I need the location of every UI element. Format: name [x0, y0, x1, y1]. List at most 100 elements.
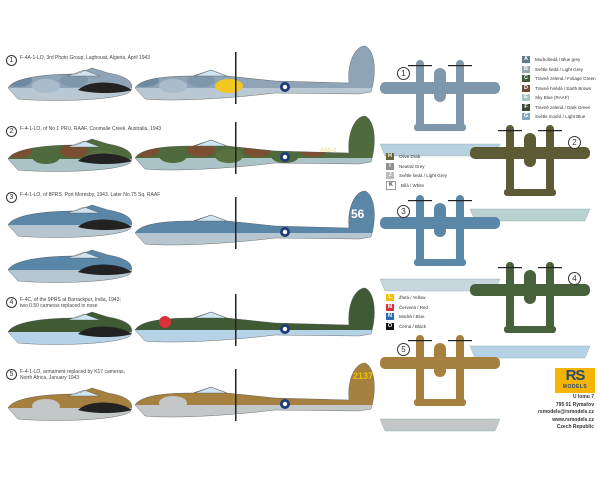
color-label: Travně zelená / Foliage Green [535, 76, 596, 82]
scheme-number: 5 [6, 369, 17, 380]
color-label: Olive Drab [399, 154, 421, 160]
scheme5-side: 2137 [134, 362, 375, 421]
propeller [448, 200, 472, 202]
legend-item-n: N Modrá / Blue [386, 312, 428, 322]
propeller [408, 200, 432, 202]
caption-text-2: two 0.50 cameras replaced in nose [20, 303, 98, 309]
scheme5-topview [379, 335, 501, 432]
legend-item-b: B Světle šedá / Light Grey [522, 65, 596, 75]
color-swatch: G [522, 113, 530, 121]
color-swatch: I [386, 162, 394, 170]
topview-number-1: 1 [397, 67, 410, 80]
color-label: Světle modrá / Light Blue [535, 114, 586, 120]
scheme2-topview [469, 125, 591, 222]
propeller [408, 65, 432, 67]
color-label: Bílá / White [401, 182, 425, 188]
scheme2-side: A55-2 [134, 115, 375, 174]
color-swatch: A [522, 56, 530, 64]
caption-text: F-4-1-LO, of 8PRS, Port Moresby, 1943. L… [20, 192, 161, 198]
color-label: Modrošedá / Blue grey [535, 57, 581, 63]
color-label: Žlutá / Yellow [399, 295, 426, 301]
propeller [498, 267, 522, 269]
color-swatch: J [386, 172, 394, 180]
color-swatch: H [386, 153, 394, 161]
scheme-number: 4 [6, 297, 17, 308]
aircraft-code: A55-2 [320, 148, 337, 154]
topview-number-5: 5 [397, 343, 410, 356]
logo-rs: RS [565, 367, 586, 384]
legend-item-g: G Světle modrá / Light Blue [522, 112, 596, 122]
color-swatch: L [386, 294, 394, 302]
color-swatch: F [522, 103, 530, 111]
scheme4-side [134, 287, 375, 346]
aircraft-code: 56 [351, 207, 365, 221]
legend-item-f: F Travně zelená / Dark Green [522, 103, 596, 113]
topview-number-2: 2 [568, 136, 581, 149]
address-block: U lomu 7 795 01 Rýmařov rsmodels@rsmodel… [538, 394, 594, 432]
color-swatch: K [386, 180, 396, 190]
address-city: 795 01 Rýmařov [555, 401, 594, 408]
red-spinner [159, 316, 171, 328]
propeller [448, 65, 472, 67]
legend-item-d: D Travně hnědá / Earth Brown [522, 84, 596, 94]
color-label: Neutral Grey [399, 163, 425, 169]
caption-text: F-4C, of the 9PRS at Barrackpur, India, … [20, 297, 121, 303]
legend-item-i: I Neutral Grey [386, 162, 447, 172]
propeller [538, 267, 562, 269]
scheme2-nose [7, 138, 133, 173]
topview-number-3: 3 [397, 205, 410, 218]
scheme4-nose [7, 311, 133, 346]
color-label: Černá / Black [399, 323, 427, 329]
address-street: U lomu 7 [572, 394, 594, 400]
legend-item-l: L Žlutá / Yellow [386, 293, 428, 303]
propeller [408, 340, 432, 342]
propeller [235, 294, 237, 346]
propeller [235, 369, 237, 421]
legend-item-k: K Bílá / White [386, 180, 447, 191]
caption-text-2: North Africa, January 1943 [20, 375, 80, 381]
caption-text: F-4-1-LO, armament replaced by K17 camer… [20, 369, 126, 375]
color-swatch: B [522, 65, 530, 73]
legend-item-o: O Černá / Black [386, 322, 428, 332]
caption-text: F-4-1-LO, of No 1 PRU, RAAF, Coomalie Cr… [20, 126, 162, 132]
color-swatch: N [386, 313, 394, 321]
propeller [235, 122, 237, 174]
address-country: Czech Republic [556, 424, 594, 430]
legend-item-c: C Travně zelená / Foliage Green [522, 74, 596, 84]
color-swatch: O [386, 322, 394, 330]
scheme3-topview [379, 195, 501, 292]
color-swatch: M [386, 303, 394, 311]
address-web: www.rsmodels.cz [552, 416, 594, 423]
scheme-number: 1 [6, 55, 17, 66]
color-swatch: E [522, 94, 530, 102]
rs-models-logo: RS MODELS [555, 368, 595, 393]
color-label: Travně hnědá / Earth Brown [535, 85, 592, 91]
color-label: Travně zelená / Dark Green [535, 104, 591, 110]
aircraft-code: 2137 [353, 371, 373, 381]
color-label: Světle šedá / Light Grey [535, 66, 584, 72]
propeller [235, 52, 237, 104]
color-label: Modrá / Blue [399, 314, 425, 320]
legend-item-h: H Olive Drab [386, 152, 447, 162]
topview-number-4: 4 [568, 272, 581, 285]
color-swatch: D [522, 84, 530, 92]
scheme4-topview [469, 262, 591, 359]
propeller [235, 197, 237, 249]
propeller [538, 130, 562, 132]
color-swatch: C [522, 75, 530, 83]
underside-wing [469, 345, 591, 359]
propeller [448, 340, 472, 342]
legend-item-a: A Modrošedá / Blue grey [522, 55, 596, 65]
address-email: rsmodels@rsmodels.cz [537, 409, 594, 415]
